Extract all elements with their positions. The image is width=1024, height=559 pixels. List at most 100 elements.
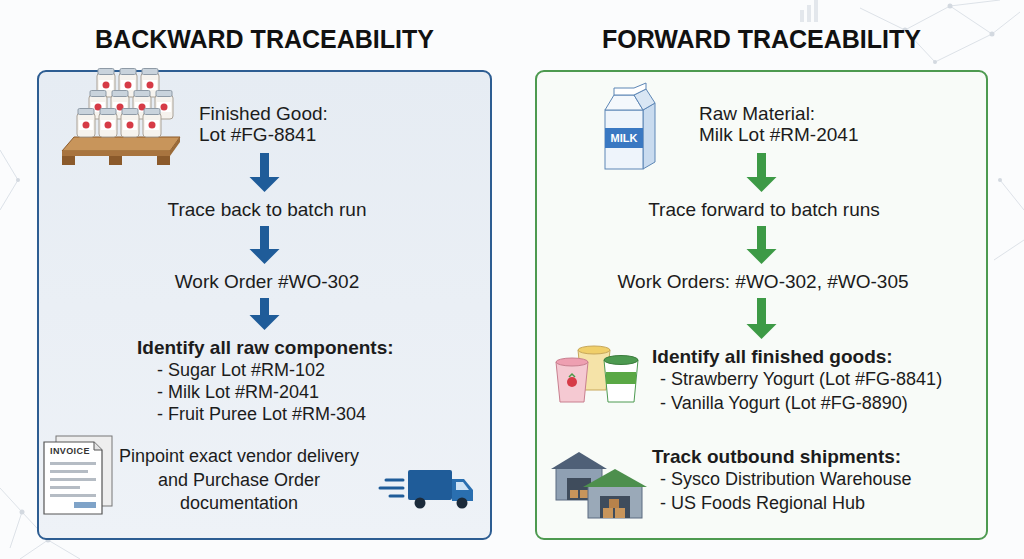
network-line <box>0 150 18 210</box>
warehouse-door <box>567 478 591 500</box>
strawberry-mark <box>567 377 577 387</box>
network-dot <box>933 60 937 64</box>
arrow-shaft <box>260 226 269 250</box>
list-item: - Fruit Puree Lot #RM-304 <box>117 403 417 425</box>
panel-heading: BACKWARD TRACEABILITY <box>19 24 510 54</box>
warehouse-door <box>600 496 630 518</box>
list-item: - Sysco Distribution Warehouse <box>632 468 962 492</box>
network-line <box>994 180 1024 260</box>
arrow-shaft <box>757 153 766 178</box>
flow-arrow <box>250 298 280 330</box>
warehouse-icons <box>551 452 647 518</box>
arrow-head <box>250 315 280 330</box>
arrow-shaft <box>260 298 269 316</box>
warehouse-box <box>603 508 613 518</box>
list-box: Track outbound shipments:- Sysco Distrib… <box>632 445 962 521</box>
list-item: - Vanilla Yogurt (Lot #FG-8890) <box>632 392 962 416</box>
speed-line <box>380 487 403 490</box>
yogurt-cup <box>604 360 638 402</box>
invoice-line <box>50 478 96 481</box>
list-box: Identify all finished goods:- Strawberry… <box>632 345 962 417</box>
yogurt-lid <box>578 346 610 354</box>
warehouse-roof <box>583 469 647 487</box>
arrow-head <box>747 177 777 192</box>
pallet-board <box>62 151 170 156</box>
truck-wheel <box>415 498 426 509</box>
flow-arrow <box>250 226 280 264</box>
jar <box>89 91 107 120</box>
jar <box>97 69 115 98</box>
warehouse-box <box>615 508 625 518</box>
flow-arrow <box>747 226 777 264</box>
step-box: Work Order #WO-302 <box>147 270 387 294</box>
invoice-total <box>74 502 96 508</box>
list-item: - Milk Lot #RM-2041 <box>117 381 417 403</box>
flow-arrow <box>747 153 777 192</box>
arrow-head <box>747 324 777 339</box>
jar <box>111 91 129 120</box>
carton-band <box>605 128 643 148</box>
step-box: Finished Good:Lot #FG-8841 <box>192 103 357 149</box>
traceability-panel: FORWARD TRACEABILITYRaw Material:Milk Lo… <box>535 70 988 540</box>
invoice-icon <box>44 436 112 514</box>
jar <box>143 109 161 138</box>
step-box: Work Orders: #WO-302, #WO-305 <box>593 270 933 294</box>
network-dots <box>16 4 1002 543</box>
yogurt-cup <box>556 362 588 402</box>
panel-heading: FORWARD TRACEABILITY <box>517 24 1006 54</box>
speed-line <box>390 495 403 498</box>
warehouse-wall <box>588 486 642 518</box>
step-text: Lot #FG-8841 <box>199 124 357 145</box>
invoice-sheet <box>44 442 102 514</box>
arrow-shaft <box>757 226 766 250</box>
pallet-side <box>170 137 180 156</box>
invoice-line <box>50 494 96 497</box>
warehouse-box <box>570 490 578 498</box>
network-dot <box>20 510 25 515</box>
step-box: Trace forward to batch runs <box>609 198 919 222</box>
yogurt-cups <box>556 346 638 402</box>
invoice-line <box>50 470 88 473</box>
flow-arrow <box>747 298 777 339</box>
step-text: Identify all raw components: <box>117 336 417 359</box>
network-dot <box>948 4 953 9</box>
jar <box>77 109 95 138</box>
step-text: Work Orders: #WO-302, #WO-305 <box>593 270 933 294</box>
step-text: Identify all finished goods: <box>632 345 962 368</box>
step-text: Trace forward to batch runs <box>609 198 919 222</box>
jar <box>155 91 173 120</box>
bar <box>800 10 804 22</box>
flow-arrow <box>250 153 280 192</box>
jar <box>99 109 117 138</box>
step-text: Work Order #WO-302 <box>147 270 387 294</box>
arrow-head <box>250 249 280 264</box>
network-dot <box>990 32 995 37</box>
strawberry-leaf <box>569 374 575 377</box>
list-box: Identify all raw components:- Sugar Lot … <box>117 336 417 428</box>
yogurt-cup <box>578 350 610 390</box>
truck-window <box>456 482 469 490</box>
arrow-head <box>747 249 777 264</box>
step-text: Raw Material: <box>699 103 902 124</box>
pallet-deck <box>62 137 180 151</box>
bar <box>814 0 818 22</box>
invoice-line <box>50 462 96 465</box>
arrow-shaft <box>757 298 766 325</box>
truck-icon <box>380 470 473 509</box>
pallet-block <box>157 156 170 165</box>
truck-cargo <box>408 470 452 500</box>
step-text: Trace back to batch run <box>117 198 417 222</box>
milk-carton <box>605 83 655 169</box>
network-dot <box>16 178 20 182</box>
step-text: Track outbound shipments: <box>632 445 962 468</box>
truck-wheel <box>457 498 468 509</box>
network-dot <box>998 178 1002 182</box>
pallet-illustration <box>62 69 180 166</box>
carton-roof-side <box>634 89 655 110</box>
jar <box>121 109 139 138</box>
invoice-lines <box>50 462 96 508</box>
warehouse-roof <box>551 452 607 469</box>
speed-lines <box>380 480 403 496</box>
